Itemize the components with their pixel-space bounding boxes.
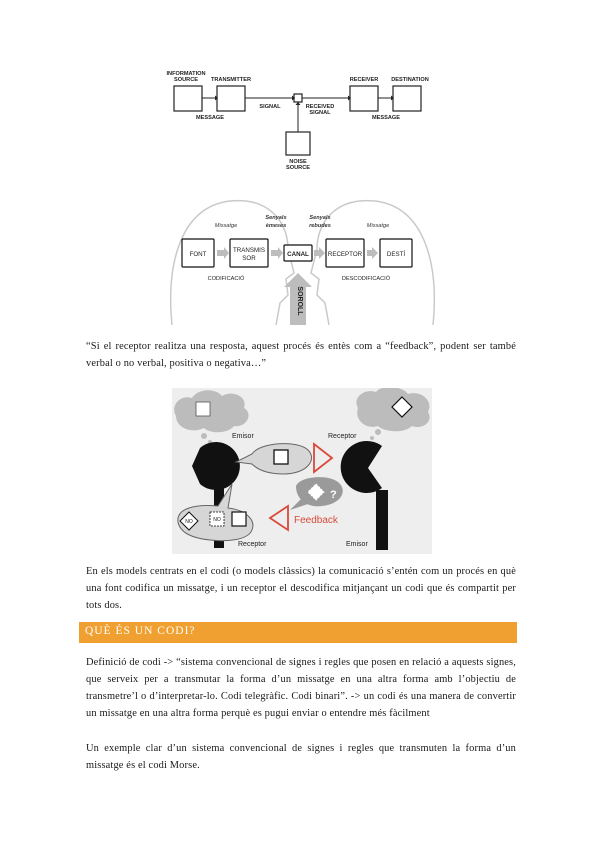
- emisor-bottom-label: Emisor: [346, 541, 368, 548]
- feedback-label: Feedback: [294, 515, 339, 526]
- emisor-thought-cloud: [174, 390, 249, 433]
- section-heading-text: QUÈ ÉS UN CODI?: [85, 625, 196, 637]
- code-models-paragraph: En els models centrats en el codi (o mod…: [86, 566, 516, 611]
- transmitter-label: TRANSMITTER: [211, 77, 251, 83]
- no-label-2: NO: [213, 517, 221, 523]
- code-definition-paragraph: Definició de codi -> “sistema convencion…: [86, 657, 516, 719]
- feedback-quote-paragraph: “Si el receptor realitza una resposta, a…: [86, 341, 516, 369]
- feedback-diagram: ? NO NO Feedback Emisor Receptor Recepto…: [172, 388, 432, 554]
- feedback-arrow-triangle: [268, 504, 289, 532]
- receiver-label: RECEIVER: [350, 77, 379, 83]
- question-mark: ?: [330, 489, 337, 501]
- canal-box: [283, 244, 313, 262]
- forward-arrow-triangle: [313, 442, 334, 474]
- message-right-label: MESSAGE: [372, 115, 400, 121]
- square-message-icon: [195, 401, 211, 417]
- morse-example-paragraph: Un exemple clar d’un sistema convenciona…: [86, 743, 516, 771]
- receptor-thought-cloud: [356, 388, 430, 432]
- descodificacio-label: DESCODIFICACIÓ: [342, 275, 391, 282]
- desti-label: DESTÍ: [387, 251, 406, 258]
- emisor-head: [192, 442, 240, 490]
- canal-label: CANAL: [287, 251, 309, 258]
- bubble-square-icon: [273, 449, 289, 465]
- right-head-outline: [310, 199, 435, 325]
- receptor-bottom-label: Receptor: [238, 541, 267, 548]
- receiver-box: [349, 85, 379, 112]
- signal-label: SIGNAL: [259, 104, 281, 110]
- transmissor-box: [229, 238, 269, 268]
- transmitter-box: [216, 85, 246, 112]
- no-label-1: NO: [185, 519, 193, 525]
- destination-box: [392, 85, 422, 112]
- soroll-label: SOROLL: [296, 286, 303, 316]
- noise-source-box: [285, 131, 311, 156]
- desti-box: [379, 238, 413, 268]
- no-diamond-icon: [179, 511, 199, 531]
- missatge-left-label: Missatge: [215, 223, 237, 229]
- emisor-top-label: Emisor: [232, 433, 254, 440]
- font-label: FONT: [190, 251, 207, 258]
- no-dashed-square-icon: [209, 511, 225, 527]
- dashed-diamond-icon: [307, 483, 325, 501]
- receptor-head: [340, 441, 382, 493]
- missatge-right-label: Missatge: [367, 223, 389, 229]
- section-heading-bar: QUÈ ÉS UN CODI?: [79, 622, 517, 643]
- receptor-top-label: Receptor: [328, 433, 357, 440]
- codificacio-label: CODIFICACIÓ: [208, 275, 245, 282]
- response-square-icon: [231, 511, 247, 527]
- message-left-label: MESSAGE: [196, 115, 224, 121]
- noise-arrow: [284, 273, 312, 325]
- information-source-box: [173, 85, 203, 112]
- diamond-message-icon: [391, 396, 413, 418]
- receptor-body: [376, 490, 388, 550]
- receptor-box: [325, 238, 365, 268]
- receptor-label: RECEPTOR: [328, 251, 363, 258]
- destination-label: DESTINATION: [391, 77, 429, 83]
- font-box: [181, 238, 215, 268]
- channel-box: [293, 93, 303, 103]
